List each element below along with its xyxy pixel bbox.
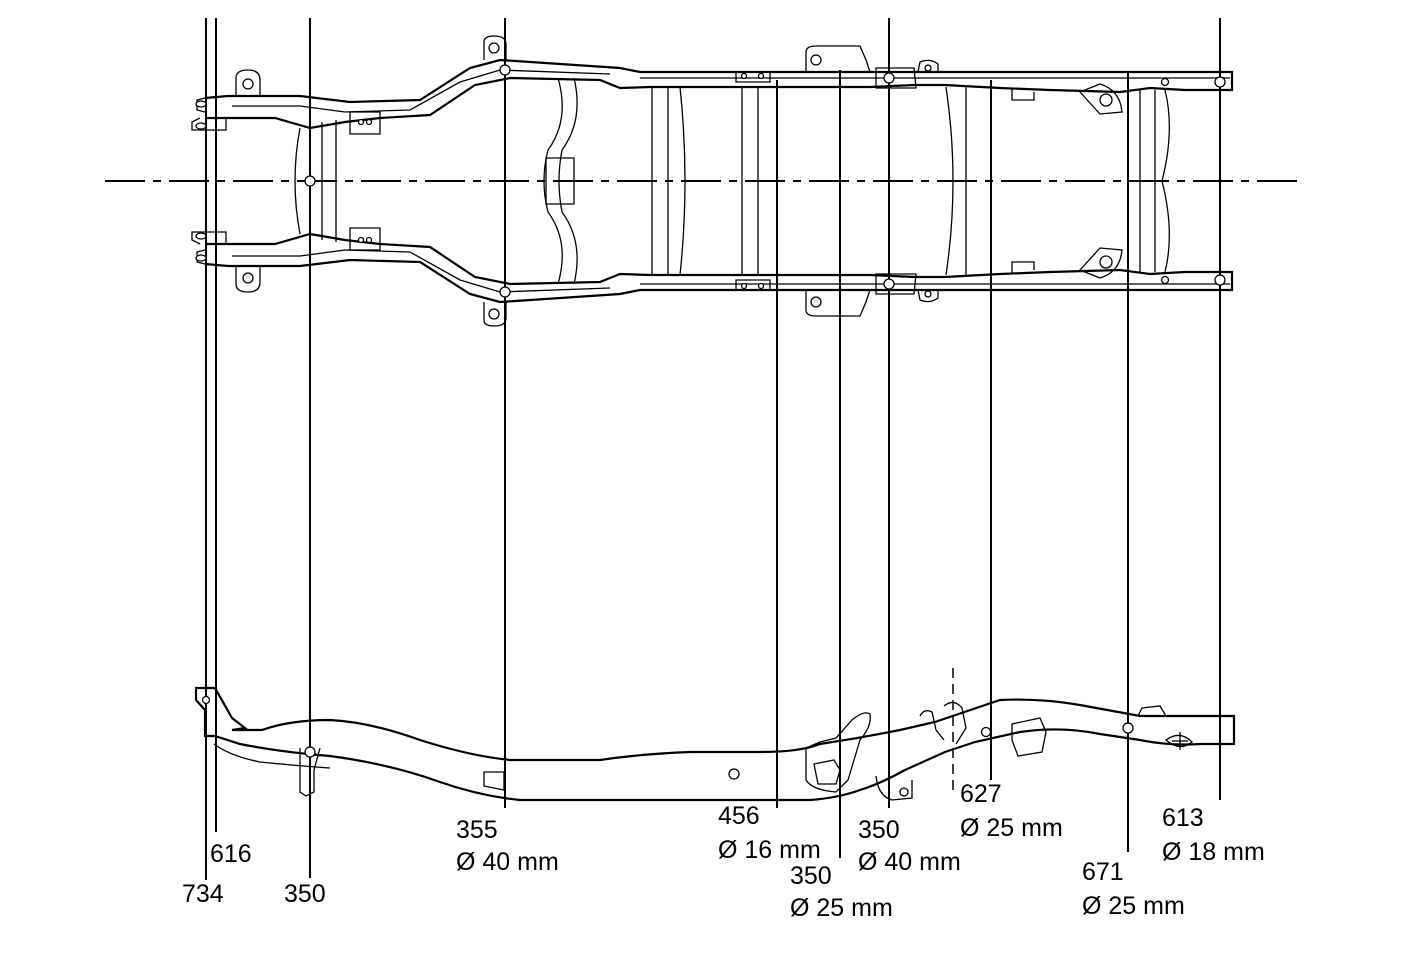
label-355: 355	[456, 816, 498, 844]
spec-671: Ø 25 mm	[1082, 892, 1185, 920]
spec-355: Ø 40 mm	[456, 848, 559, 876]
label-456: 456	[718, 802, 760, 830]
label-671: 671	[1082, 858, 1124, 886]
spec-350-mid: Ø 25 mm	[790, 894, 893, 922]
label-734: 734	[182, 880, 224, 908]
label-627: 627	[960, 780, 1002, 808]
frame-top-view	[191, 35, 1234, 327]
spec-627: Ø 25 mm	[960, 814, 1063, 842]
spec-613: Ø 18 mm	[1162, 838, 1265, 866]
label-616: 616	[210, 840, 252, 868]
frame-side-view	[194, 686, 1236, 802]
spec-350-rear: Ø 40 mm	[858, 848, 961, 876]
dimension-labels: 734 616 350 355 Ø 40 mm 456 Ø 16 mm 350 …	[182, 780, 1265, 922]
label-613: 613	[1162, 804, 1204, 832]
label-350-rear: 350	[858, 816, 900, 844]
label-350-front: 350	[284, 880, 326, 908]
reference-lines	[205, 18, 1221, 880]
label-350-mid: 350	[790, 862, 832, 890]
spec-456: Ø 16 mm	[718, 836, 821, 864]
